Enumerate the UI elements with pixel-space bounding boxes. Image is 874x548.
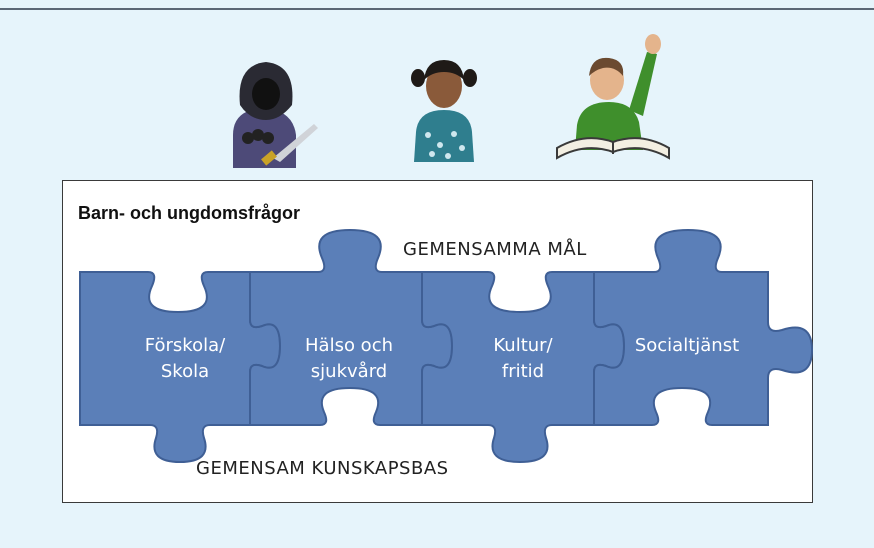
student-raising-hand-with-book-icon <box>556 34 670 160</box>
piece-label-halso-och-sjukvard: Hälso och sjukvård <box>305 335 393 382</box>
top-rule <box>0 8 874 10</box>
piece-label-forskola-skola: Förskola/ Skola <box>144 335 226 382</box>
piece-label-socialtjanst: Socialtjänst <box>634 335 740 356</box>
hooded-figure-with-knife-icon <box>233 62 318 168</box>
piece-label-kultur-fritid: Kultur/ fritid <box>493 335 553 382</box>
puzzle-piece-socialtjanst <box>593 228 814 426</box>
shared-goals-label: GEMENSAMMA MÅL <box>403 239 587 260</box>
shared-knowledge-base-label: GEMENSAM KUNSKAPSBAS <box>196 458 449 479</box>
diagram-title: Barn- och ungdomsfrågor <box>78 203 301 223</box>
girl-with-pigtails-icon <box>411 60 477 162</box>
